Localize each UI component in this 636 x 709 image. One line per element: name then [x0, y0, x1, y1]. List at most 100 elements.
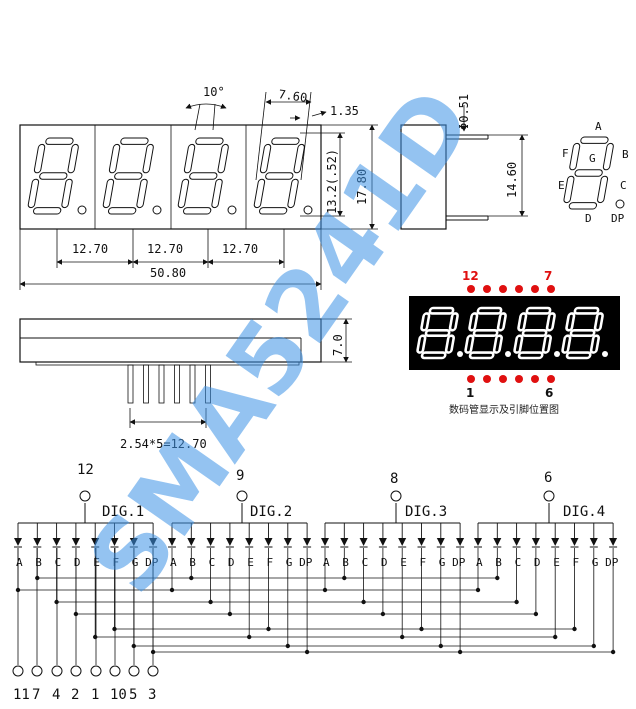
bottom-pin-number: 4: [52, 687, 60, 703]
side-view: Φ0.51 14.60: [400, 94, 528, 230]
photo-bottom-pin-dot: [547, 375, 555, 383]
dim-angle: 10°: [203, 85, 225, 99]
bottom-pin-circle: [128, 665, 140, 677]
digit-pin-number: 9: [236, 468, 244, 484]
bottom-pin: [143, 364, 149, 404]
photo-top-pin-dot: [531, 285, 539, 293]
bottom-pin: [174, 364, 180, 404]
seg-label-b: B: [622, 148, 629, 161]
photo-digit-1: [416, 306, 459, 360]
bottom-pin: [127, 364, 134, 404]
bottom-pin-circle: [12, 665, 24, 677]
bottom-pin-circle: [51, 665, 63, 677]
front-dp-4: [303, 205, 313, 215]
bottom-pin: [205, 364, 211, 404]
seg-label-d: D: [585, 212, 592, 225]
segment-label: E: [400, 556, 407, 569]
photo-digit-4: [561, 306, 604, 360]
segment-label: C: [209, 556, 216, 569]
photo-digit-3: [513, 306, 556, 360]
led-diode: [340, 538, 349, 546]
digit-common-pin: [236, 490, 248, 502]
segment-label: E: [247, 556, 254, 569]
led-diode: [570, 538, 579, 546]
photo-bottom-pin-dot: [467, 375, 475, 383]
digit-name: DIG.4: [563, 504, 605, 520]
photo-digit-2: [464, 306, 507, 360]
led-diode: [359, 538, 368, 546]
led-diode: [91, 538, 100, 546]
led-diode: [378, 538, 387, 546]
segment-label: D: [74, 556, 81, 569]
bottom-pin-number: 10: [110, 687, 127, 703]
digit-name: DIG.3: [405, 504, 447, 520]
led-diode: [225, 538, 234, 546]
front-digit-2: [102, 137, 154, 215]
photo-top-pin-dot: [547, 285, 555, 293]
photo-top-pin-dot: [483, 285, 491, 293]
segment-map-digit: [563, 136, 614, 210]
segment-label: D: [228, 556, 235, 569]
bottom-view: 7.0 2.54*5=12.70: [19, 318, 352, 451]
dim-total-width: 50.80: [150, 266, 186, 280]
digit-pin-number: 12: [77, 462, 94, 478]
led-diode: [245, 538, 254, 546]
photo-dp-2: [505, 351, 511, 357]
seg-label-c: C: [620, 179, 627, 192]
led-diode: [110, 538, 119, 546]
dim-pin-diameter: Φ0.51: [457, 94, 471, 130]
segment-label: DP: [299, 556, 313, 569]
led-diode: [474, 538, 482, 546]
segment-label: D: [381, 556, 388, 569]
photo-bottom-pin-dot: [499, 375, 507, 383]
segment-label: DP: [452, 556, 466, 569]
segment-label: G: [439, 556, 446, 569]
dim-total-height: 17.80: [355, 169, 369, 205]
seg-label-f: F: [562, 147, 569, 160]
bottom-pin-number: 1: [91, 687, 99, 703]
photo-top-pin-dot: [515, 285, 523, 293]
led-diode: [33, 538, 42, 546]
led-diode: [283, 538, 292, 546]
bottom-pin-circle: [90, 665, 102, 677]
segment-label: E: [553, 556, 560, 569]
bottom-pin-circle: [147, 665, 159, 677]
dim-digit-height: 13.2(.52): [325, 149, 339, 214]
segment-label: B: [35, 556, 42, 569]
segment-label: C: [362, 556, 369, 569]
led-diode: [589, 538, 598, 546]
led-diode: [168, 538, 176, 546]
front-digits: [27, 125, 313, 229]
led-diode: [417, 538, 426, 546]
seg-label-e: E: [558, 179, 565, 192]
segment-label: DP: [145, 556, 159, 569]
led-diode: [129, 538, 138, 546]
led-diode: [149, 538, 158, 546]
segment-label: C: [55, 556, 62, 569]
segment-label: F: [573, 556, 580, 569]
led-diode: [551, 538, 560, 546]
digit-name: DIG.1: [102, 504, 144, 520]
front-outline: [19, 124, 322, 230]
segment-label: F: [113, 556, 120, 569]
dim-side-height: 14.60: [505, 162, 519, 198]
bottom-pin-number: 11: [13, 687, 30, 703]
digit-common-pin: [543, 490, 555, 502]
led-diode: [187, 538, 196, 546]
front-dp-1: [77, 205, 87, 215]
digit-pin-number: 8: [390, 471, 398, 487]
front-dp-2: [152, 205, 162, 215]
segment-label: F: [420, 556, 427, 569]
bottom-pin: [158, 364, 165, 404]
display-photo: 12 7 1 6 数码管显示及引脚位置图: [409, 269, 620, 416]
bottom-pin-number: 2: [71, 687, 79, 703]
segment-label: A: [170, 556, 177, 569]
dim-pitch-3: 12.70: [222, 242, 258, 256]
led-diode: [264, 538, 273, 546]
segment-label: G: [286, 556, 293, 569]
digit-common-pin: [79, 490, 91, 502]
photo-top-pin-dot: [499, 285, 507, 293]
photo-bottom-pin-dot: [483, 375, 491, 383]
led-diode: [398, 538, 407, 546]
